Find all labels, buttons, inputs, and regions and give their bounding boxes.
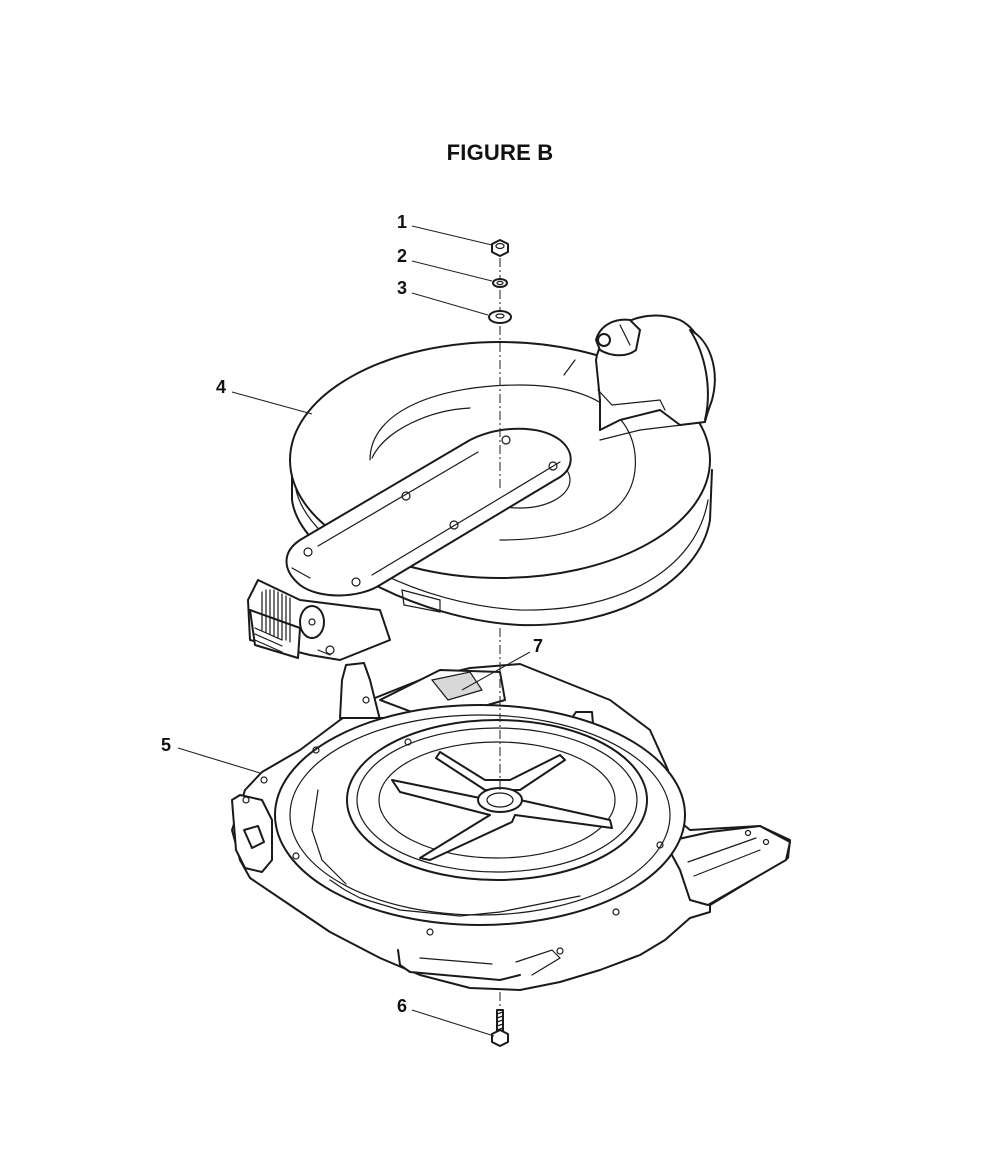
pivot-bolt-part [491, 1009, 509, 1047]
callout-1: 1 [397, 212, 407, 232]
hex-nut-part [491, 239, 509, 257]
turntable-part [247, 314, 716, 661]
callout-4: 4 [216, 377, 226, 397]
callout-7: 7 [533, 636, 543, 656]
callout-2: 2 [397, 246, 407, 266]
figure-title: FIGURE B [446, 140, 554, 165]
callout-6: 6 [397, 996, 407, 1016]
callout-3: 3 [397, 278, 407, 298]
lock-washer-part [492, 278, 508, 288]
callout-leaders [177, 225, 531, 1037]
base-part [231, 662, 791, 991]
label-plate-part [430, 671, 483, 701]
flat-washer-part [488, 310, 512, 324]
callout-5: 5 [161, 735, 171, 755]
